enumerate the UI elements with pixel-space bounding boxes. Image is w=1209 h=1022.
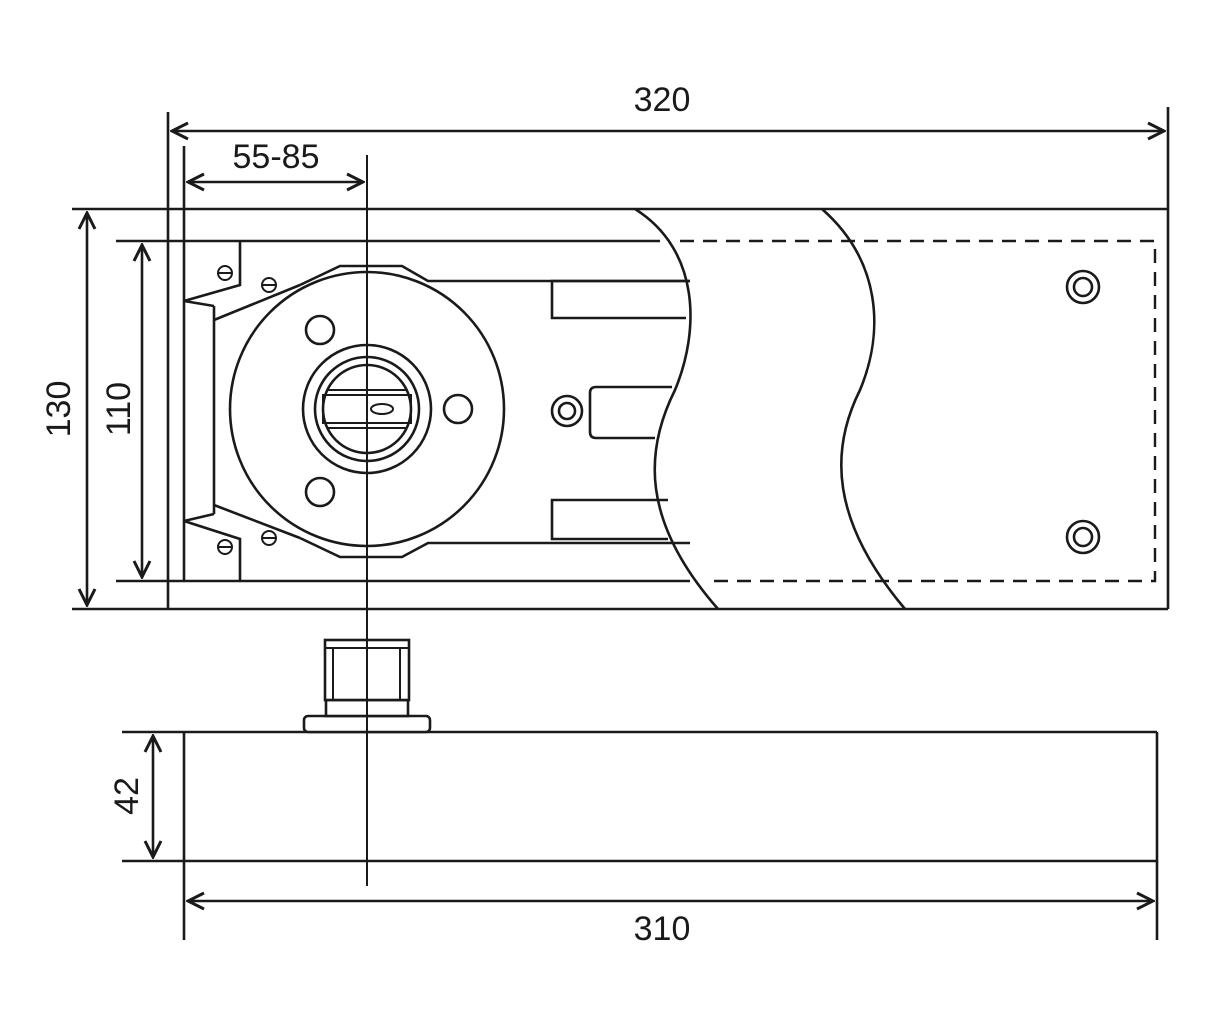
dimension-height: 42 — [108, 736, 153, 857]
dimension-body-length: 310 — [188, 901, 1153, 948]
screw-icon — [217, 539, 233, 555]
dimension-label: 320 — [634, 81, 691, 119]
mounting-hole-icon — [1065, 269, 1101, 305]
mounting-hole-icon — [1065, 519, 1101, 555]
screw-icon — [261, 277, 277, 293]
screw-icon — [217, 265, 233, 281]
screw-icon — [261, 530, 277, 546]
dimension-label: 42 — [108, 777, 146, 815]
dimension-label: 130 — [40, 381, 78, 438]
dimension-label: 55-85 — [233, 138, 320, 176]
dimension-spindle-offset: 55-85 — [182, 138, 363, 241]
dimension-overall-width: 130 — [40, 213, 87, 605]
dimension-overall-length: 320 — [166, 81, 1170, 209]
cutaway-edge-left — [634, 207, 719, 610]
top-view — [72, 207, 1170, 611]
dimension-label: 110 — [100, 382, 138, 436]
cutaway-edge-right — [821, 208, 906, 610]
dimension-label: 310 — [634, 910, 691, 948]
dimension-inner-width: 110 — [100, 245, 142, 577]
housing-outline — [299, 264, 690, 559]
side-view — [122, 638, 1159, 940]
